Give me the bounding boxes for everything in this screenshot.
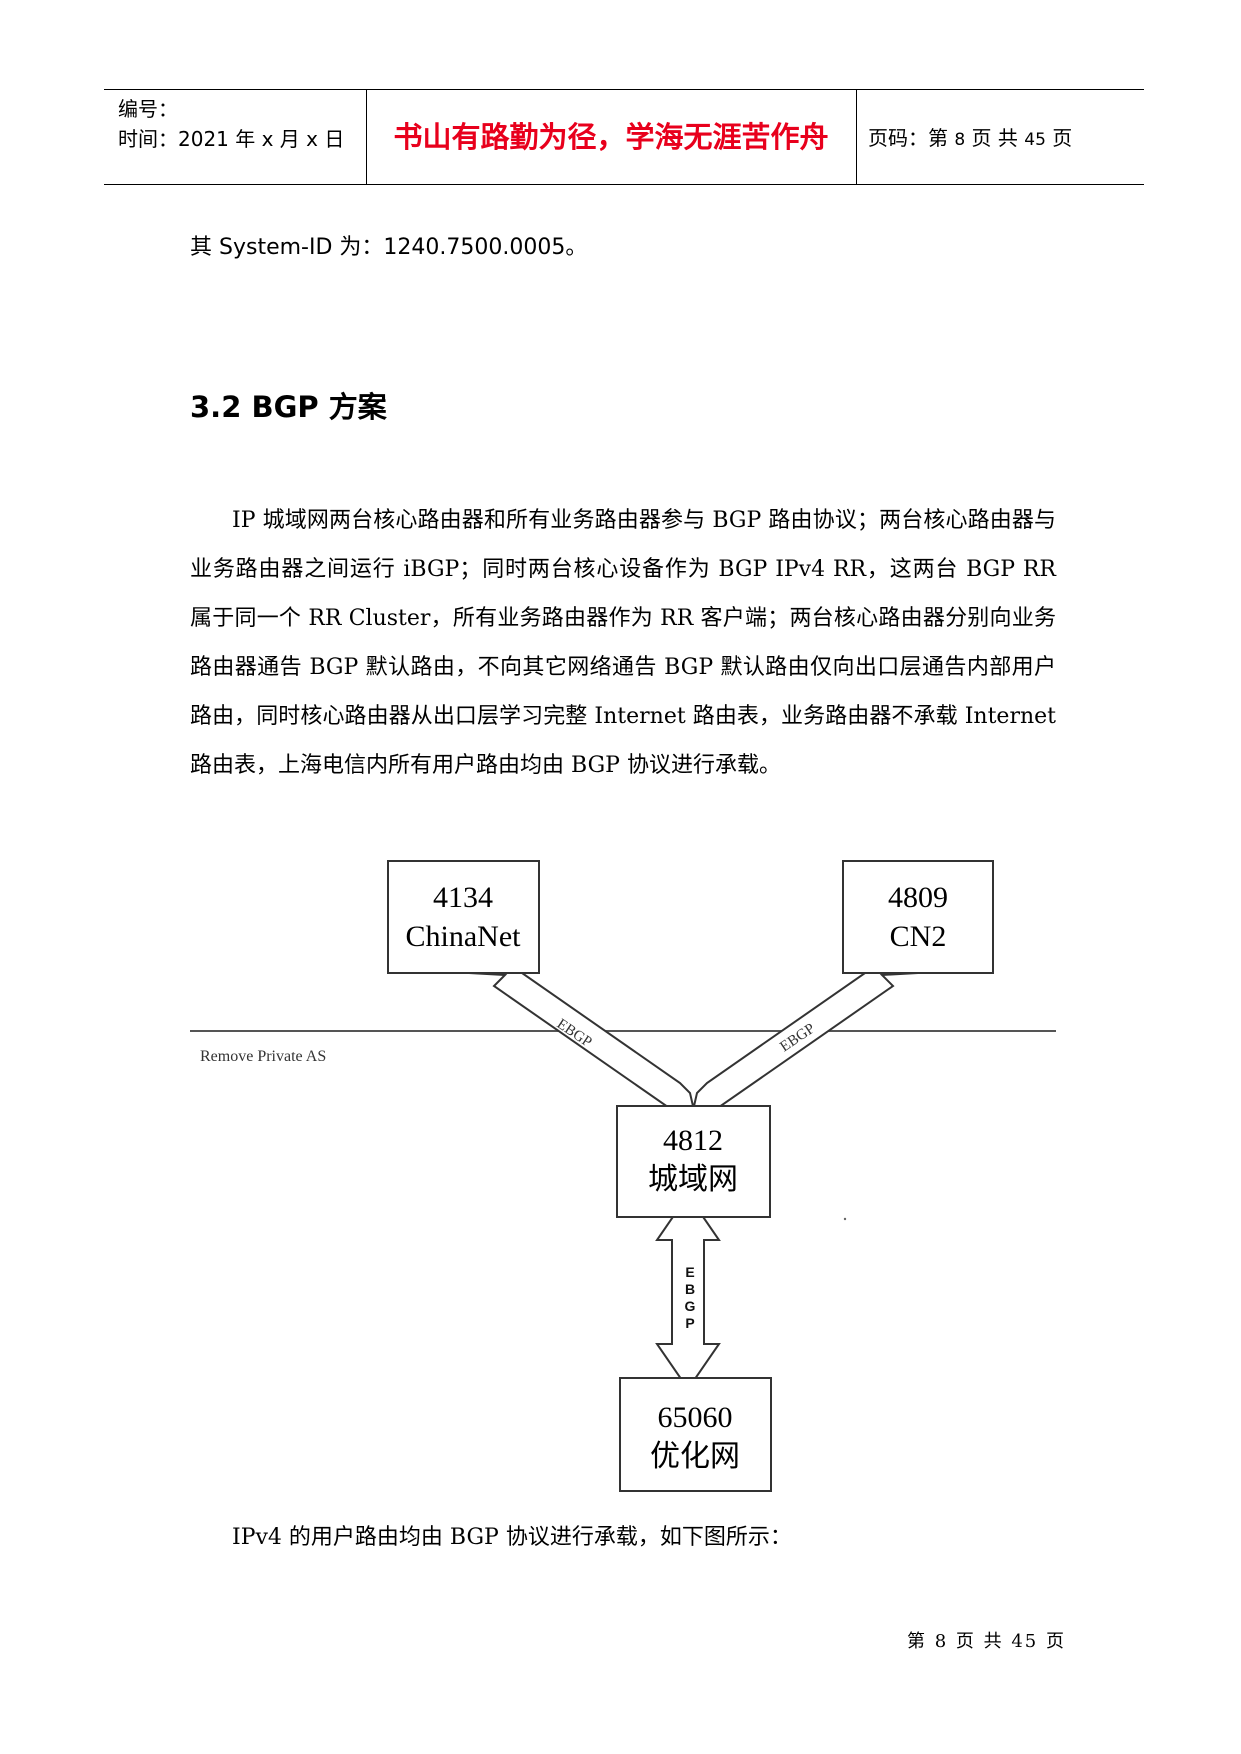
ebgp-label-vertical-p: P [685, 1315, 694, 1331]
node-metro-name: 城域网 [648, 1163, 738, 1196]
ebgp-label-vertical-g: G [685, 1298, 696, 1314]
page-header: 编号： 时间：2021 年 x 月 x 日 书山有路勤为径，学海无涯苦作舟 页码… [104, 89, 1144, 185]
header-meta: 编号： 时间：2021 年 x 月 x 日 [118, 94, 344, 154]
node-chinanet-as: 4134 [433, 881, 493, 914]
page-prefix: 页码：第 [868, 126, 948, 150]
node-cn2-as: 4809 [888, 881, 948, 914]
page-suffix: 页 [1052, 126, 1073, 150]
body-paragraph: IP 城域网两台核心路由器和所有业务路由器参与 BGP 路由协议；两台核心路由器… [190, 508, 1056, 778]
node-cn2-name: CN2 [890, 920, 947, 953]
ebgp-label-vertical-e: E [685, 1264, 694, 1280]
stray-dot [843, 1217, 847, 1221]
doc-number-label: 编号： [118, 97, 178, 121]
node-optimized: 65060 优化网 [619, 1377, 772, 1492]
doc-time-label: 时间：2021 年 x 月 x 日 [118, 127, 345, 151]
node-optimized-name: 优化网 [650, 1440, 740, 1473]
page-num: 8 [954, 130, 966, 150]
body-paragraph-2: IPv4 的用户路由均由 BGP 协议进行承载，如下图所示： [232, 1525, 792, 1550]
page-footer: 第 8 页 共 45 页 [907, 1631, 1066, 1652]
section-title: 3.2 BGP 方案 [190, 390, 387, 424]
node-metro: 4812 城域网 [616, 1105, 771, 1218]
header-page-number: 页码：第 8 页 共 45 页 [868, 122, 1072, 151]
node-optimized-as: 65060 [658, 1401, 733, 1434]
header-divider [366, 90, 367, 184]
node-chinanet: 4134 ChinaNet [387, 860, 540, 974]
page-mid: 页 共 [971, 126, 1018, 150]
node-metro-as: 4812 [663, 1124, 723, 1157]
page-total: 45 [1024, 130, 1046, 150]
ebgp-label-vertical-b: B [685, 1281, 695, 1297]
system-id-line: 其 System-ID 为：1240.7500.0005。 [190, 235, 588, 260]
remove-private-as-label: Remove Private AS [200, 1048, 326, 1065]
node-chinanet-name: ChinaNet [406, 920, 522, 953]
header-divider [856, 90, 857, 184]
header-motto: 书山有路勤为径，学海无涯苦作舟 [393, 120, 829, 154]
node-cn2: 4809 CN2 [842, 860, 994, 974]
